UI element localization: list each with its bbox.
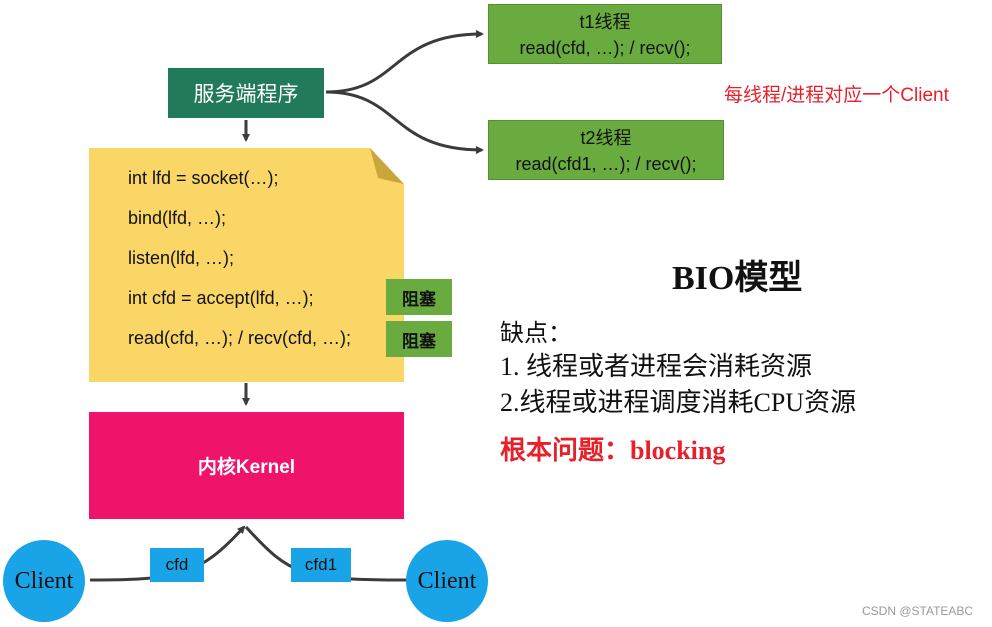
client-left: Client: [3, 540, 85, 622]
code-line-accept: int cfd = accept(lfd, …);: [128, 288, 314, 308]
client-right: Client: [406, 540, 488, 622]
connection-cfd1: cfd1: [291, 548, 351, 582]
code-line-listen: listen(lfd, …);: [128, 248, 235, 268]
code-line-bind: bind(lfd, …);: [128, 208, 227, 228]
connector-server-t2: [325, 90, 484, 154]
cons-item-2: 2.线程或进程调度消耗CPU资源: [500, 388, 857, 417]
code-line-socket: int lfd = socket(…);: [128, 168, 279, 188]
blocking-badge-read: 阻塞: [386, 321, 452, 357]
server-program: 服务端程序: [168, 68, 324, 118]
thread-t1-call: read(cfd, …); / recv();: [519, 38, 691, 58]
root-problem: 根本问题：blocking: [500, 436, 726, 465]
thread-t2: t2线程 read(cfd1, …); / recv();: [488, 120, 724, 180]
connection-cfd: cfd: [150, 548, 204, 582]
code-line-read: read(cfd, …); / recv(cfd, …);: [128, 328, 352, 348]
blocking-badge-accept: 阻塞: [386, 279, 452, 315]
thread-t1: t1线程 read(cfd, …); / recv();: [488, 4, 722, 64]
cons-heading: 缺点：: [500, 321, 572, 347]
code-note-shape: [89, 148, 404, 382]
thread-per-client-note: 每线程/进程对应一个Client: [724, 85, 949, 106]
watermark: CSDN @STATEABC: [862, 604, 974, 618]
thread-t2-name: t2线程: [580, 128, 632, 148]
connector-server-t1: [325, 30, 484, 94]
code-note-fold: [370, 148, 404, 184]
cons-item-1: 1. 线程或者进程会消耗资源: [500, 352, 813, 381]
model-title: BIO模型: [672, 260, 803, 297]
kernel-box: 内核Kernel: [89, 412, 404, 519]
thread-t1-name: t1线程: [579, 12, 631, 32]
thread-t2-call: read(cfd1, …); / recv();: [515, 154, 697, 174]
